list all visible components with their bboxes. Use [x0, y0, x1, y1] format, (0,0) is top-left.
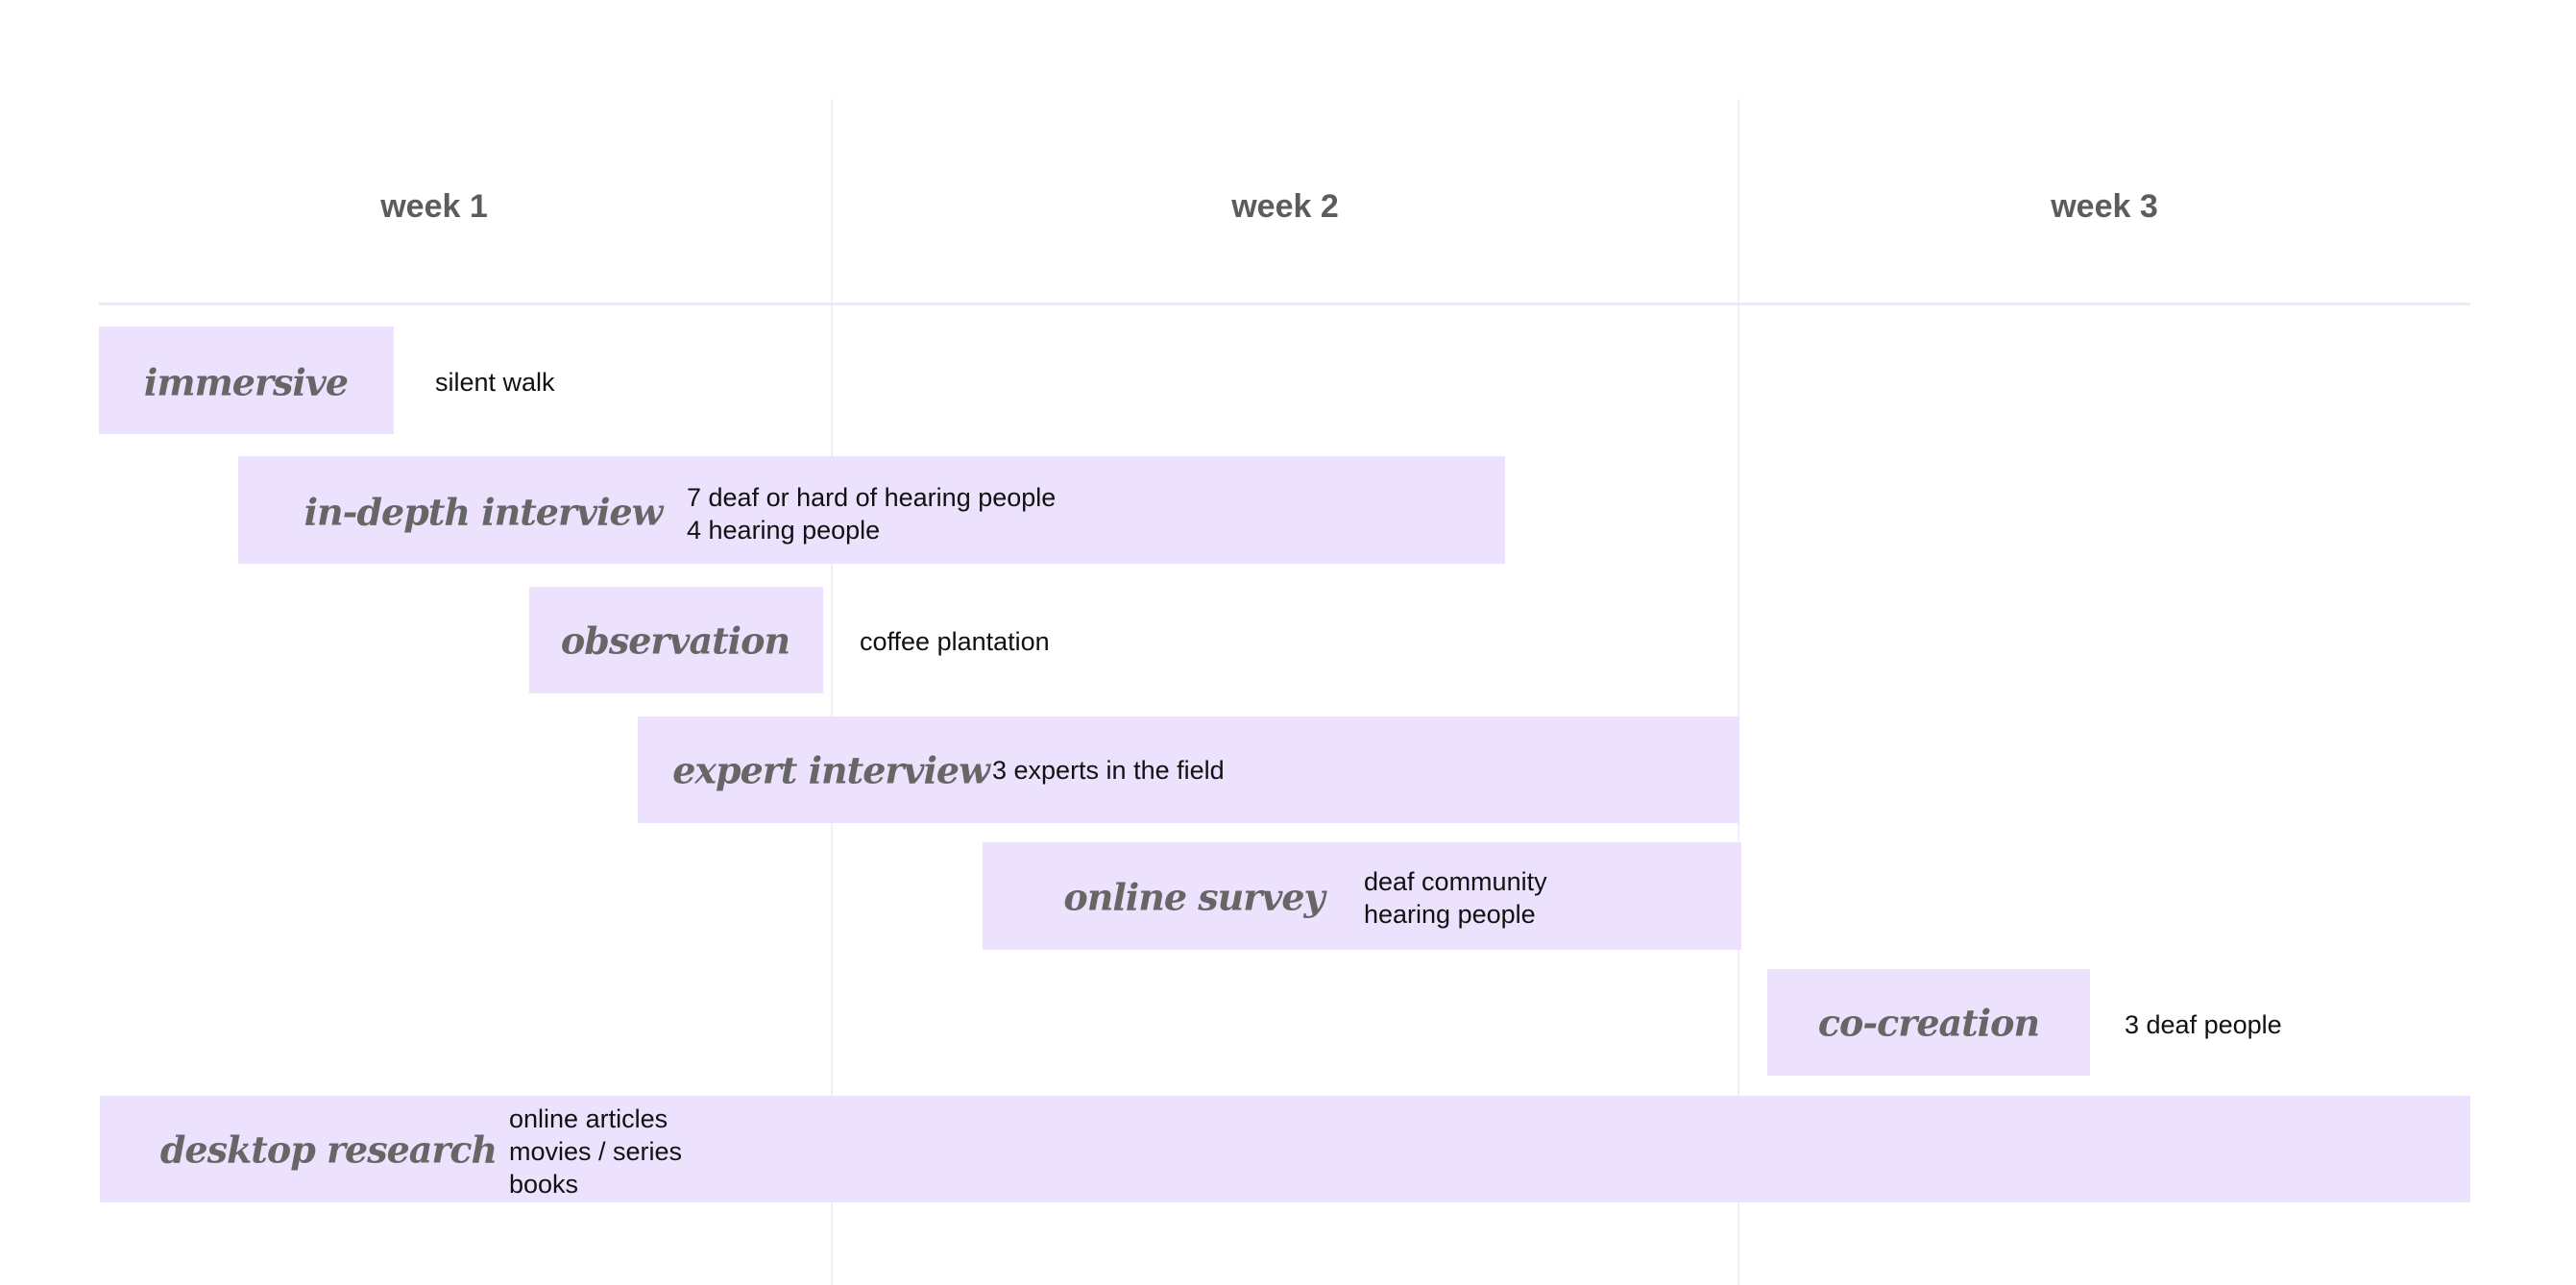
- bar-observation: [529, 587, 823, 693]
- desc-observation: coffee plantation: [860, 625, 1050, 658]
- desc-desktop-research: online articles movies / series books: [509, 1103, 682, 1200]
- label-desktop-research: desktop research: [159, 1127, 498, 1172]
- detail: online articles: [509, 1104, 668, 1133]
- desc-online-survey: deaf community hearing people: [1364, 865, 1547, 931]
- label-observation: observation: [560, 618, 790, 663]
- bar-expert-interview: [638, 716, 1739, 823]
- detail: silent walk: [435, 368, 555, 397]
- week-divider-1: [831, 99, 833, 1285]
- header-divider: [99, 303, 2470, 305]
- detail: coffee plantation: [860, 627, 1050, 656]
- bar-desktop-research: [100, 1096, 2470, 1202]
- label-immersive: immersive: [143, 360, 349, 404]
- desc-expert-interview: 3 experts in the field: [992, 754, 1225, 787]
- detail: 4 hearing people: [687, 516, 881, 545]
- week-divider-2: [1738, 99, 1739, 1285]
- detail: movies / series: [509, 1137, 683, 1166]
- detail: hearing people: [1364, 900, 1536, 929]
- week-3-header: week 3: [2051, 188, 2158, 225]
- detail: 3 experts in the field: [992, 756, 1225, 785]
- bar-co-creation: [1767, 969, 2090, 1076]
- desc-immersive: silent walk: [435, 366, 555, 399]
- label-in-depth-interview: in-depth interview: [304, 490, 664, 534]
- detail: deaf community: [1364, 867, 1547, 896]
- bar-in-depth-interview: [238, 456, 1505, 564]
- desc-co-creation: 3 deaf people: [2125, 1008, 2282, 1041]
- detail: 7 deaf or hard of hearing people: [687, 483, 1057, 512]
- detail: 3 deaf people: [2125, 1010, 2282, 1039]
- label-co-creation: co-creation: [1817, 1001, 2040, 1045]
- label-online-survey: online survey: [1063, 875, 1324, 919]
- label-expert-interview: expert interview: [672, 748, 990, 792]
- week-1-header: week 1: [380, 188, 488, 225]
- bar-online-survey: [983, 842, 1741, 950]
- desc-in-depth-interview: 7 deaf or hard of hearing people 4 heari…: [687, 481, 1056, 546]
- week-2-header: week 2: [1231, 188, 1339, 225]
- detail: books: [509, 1170, 579, 1199]
- bar-immersive: [99, 327, 394, 434]
